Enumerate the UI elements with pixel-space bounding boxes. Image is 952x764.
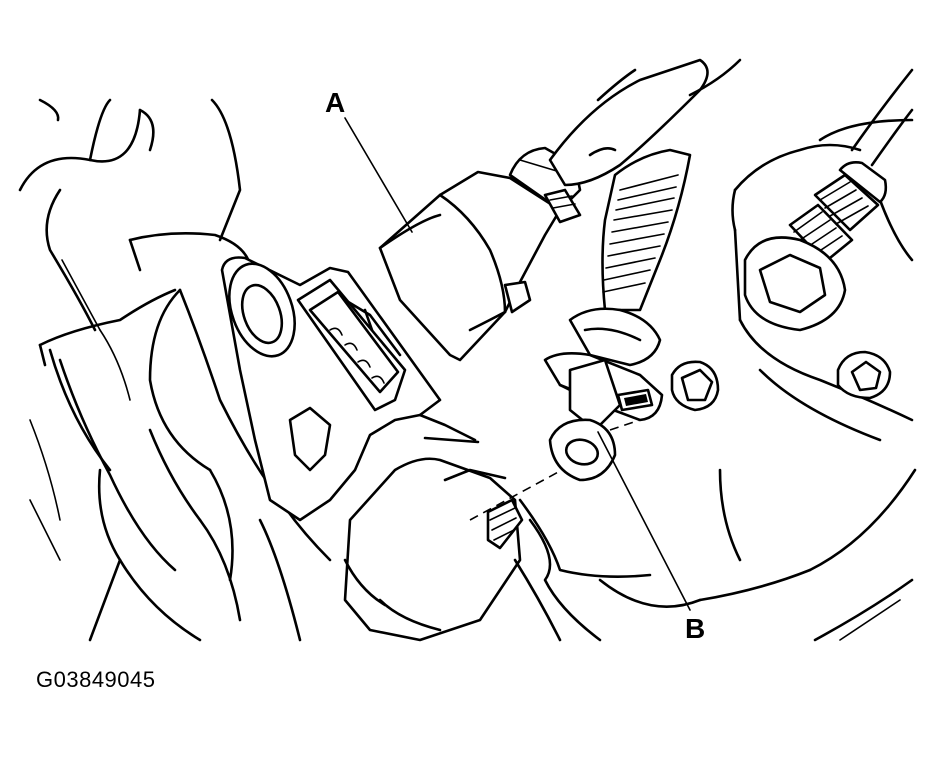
callout-a-leader	[344, 117, 413, 233]
sensor-connector	[378, 146, 582, 362]
callout-b: B	[685, 613, 705, 644]
callout-b-leader	[597, 431, 691, 611]
exhaust-manifold	[731, 118, 914, 442]
sensor-cables	[548, 58, 742, 312]
installation-path	[469, 469, 563, 521]
left-housing	[18, 98, 332, 642]
installation-path-2	[609, 419, 641, 431]
connector-module	[220, 256, 524, 642]
installed-oxygen-sensor	[743, 68, 914, 400]
callout-a: A	[325, 87, 345, 118]
removed-oxygen-sensor	[543, 307, 720, 482]
figure-id: G03849045	[36, 667, 156, 692]
lower-housing	[513, 468, 917, 642]
